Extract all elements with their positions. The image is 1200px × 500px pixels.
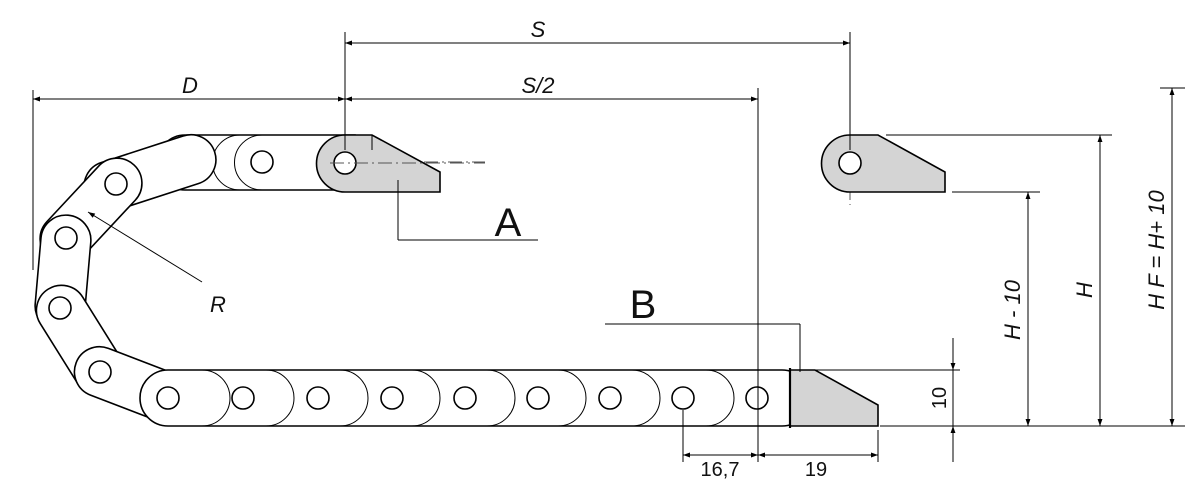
chain-pin bbox=[156, 386, 180, 410]
label-r: R bbox=[210, 292, 226, 317]
bracket-right bbox=[820, 134, 946, 193]
dimension-lines bbox=[32, 32, 1185, 462]
label-s-half: S/2 bbox=[521, 73, 554, 98]
label-d: D bbox=[182, 73, 198, 98]
chain-pin bbox=[231, 386, 255, 410]
label-16-7: 16,7 bbox=[701, 459, 740, 481]
chain-pin bbox=[598, 386, 622, 410]
label-10: 10 bbox=[929, 387, 951, 409]
chain-pin bbox=[306, 386, 330, 410]
label-19: 19 bbox=[805, 459, 827, 481]
label-part-a: A bbox=[495, 201, 522, 245]
chain-pin bbox=[526, 386, 550, 410]
curved-chain-section bbox=[34, 133, 217, 425]
bracket-b bbox=[788, 368, 879, 428]
label-h-minus-10: H - 10 bbox=[1000, 279, 1025, 340]
chain-pin bbox=[104, 172, 128, 196]
label-h: H bbox=[1072, 282, 1097, 298]
label-h-f: H F = H+ 10 bbox=[1144, 190, 1169, 310]
chain-pin bbox=[745, 386, 769, 410]
chain-pin bbox=[380, 386, 404, 410]
chain-centerlines bbox=[59, 161, 851, 399]
chain-pin bbox=[54, 226, 78, 250]
label-s: S bbox=[531, 17, 546, 42]
bracket-right-pin bbox=[838, 151, 862, 175]
label-part-b: B bbox=[630, 283, 657, 327]
bracket-a bbox=[315, 134, 485, 193]
chain-pin bbox=[88, 360, 112, 384]
chain-pin bbox=[671, 386, 695, 410]
lower-chain-run bbox=[139, 369, 811, 427]
chain-pin bbox=[48, 296, 72, 320]
chain-pin bbox=[453, 386, 477, 410]
chain-pin bbox=[250, 150, 274, 174]
